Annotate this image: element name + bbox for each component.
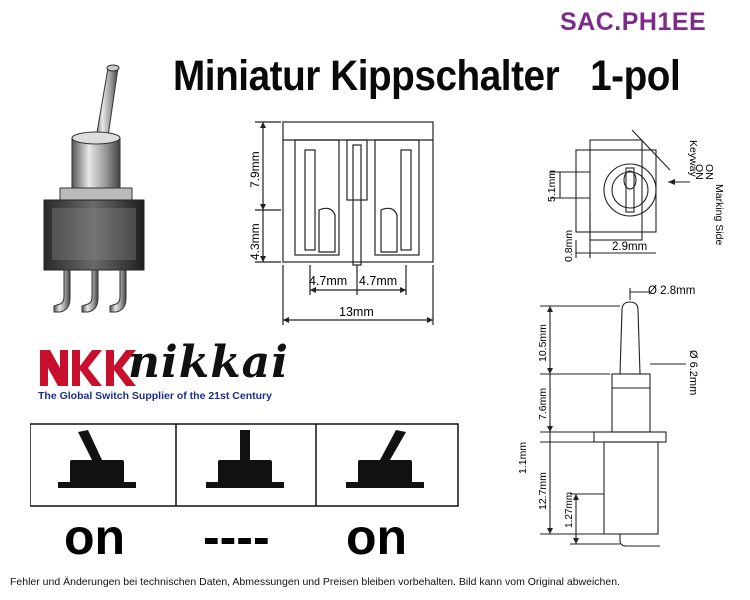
product-code: SAC.PH1EE — [560, 8, 707, 36]
front-dimension-drawing: 7.9mm 4.3mm 4.7mm 4.7mm 13mm — [248, 121, 434, 325]
side-dimension-drawing: Keyway ON ON Marking Side 5.1mm 0.8mm 2.… — [546, 129, 725, 262]
position-label-right: on — [346, 509, 408, 565]
nkk-logo — [40, 350, 136, 386]
label-marking-side: Marking Side — [713, 184, 725, 245]
position-right-icon — [346, 430, 424, 488]
dim-height-lower: 4.3mm — [248, 223, 262, 260]
dim-width: 13mm — [339, 305, 374, 319]
brand-name: nikkai — [128, 337, 289, 388]
label-on-top: ON — [693, 164, 705, 180]
position-center-icon — [206, 430, 284, 488]
position-label-left: on — [64, 509, 126, 565]
dim-7-6: 7.6mm — [537, 388, 549, 420]
dim-lever-dia: Ø 2.8mm — [648, 285, 695, 297]
dim-5-1: 5.1mm — [546, 170, 558, 202]
dim-pitch-right: 4.7mm — [359, 274, 397, 288]
label-keyway: Keyway — [687, 140, 699, 178]
position-left-icon — [58, 430, 136, 488]
switch-position-diagram — [30, 423, 459, 507]
dim-2-9: 2.9mm — [612, 241, 647, 253]
dim-10-5: 10.5mm — [537, 324, 549, 362]
disclaimer: Fehler und Änderungen bei technischen Da… — [10, 576, 620, 588]
dim-12-7: 12.7mm — [537, 472, 549, 510]
dim-height-upper: 7.9mm — [248, 151, 262, 188]
dim-1-1: 1.1mm — [517, 442, 529, 474]
product-photo — [43, 64, 145, 313]
dim-1-27: 1.27mm — [564, 492, 575, 528]
label-on-bottom: ON — [703, 164, 715, 180]
position-label-center: ---- — [203, 509, 270, 565]
dim-pitch-left: 4.7mm — [309, 274, 347, 288]
profile-dimension-drawing: Ø 2.8mm Ø 6.2mm 10.5mm 7.6mm 1.1mm 12.7m… — [517, 285, 699, 547]
dim-0-8: 0.8mm — [563, 230, 575, 262]
page-title: Miniatur Kippschalter 1-pol — [173, 52, 681, 100]
brand-tagline: The Global Switch Supplier of the 21st C… — [38, 390, 272, 402]
dim-bushing-dia: Ø 6.2mm — [687, 350, 699, 395]
